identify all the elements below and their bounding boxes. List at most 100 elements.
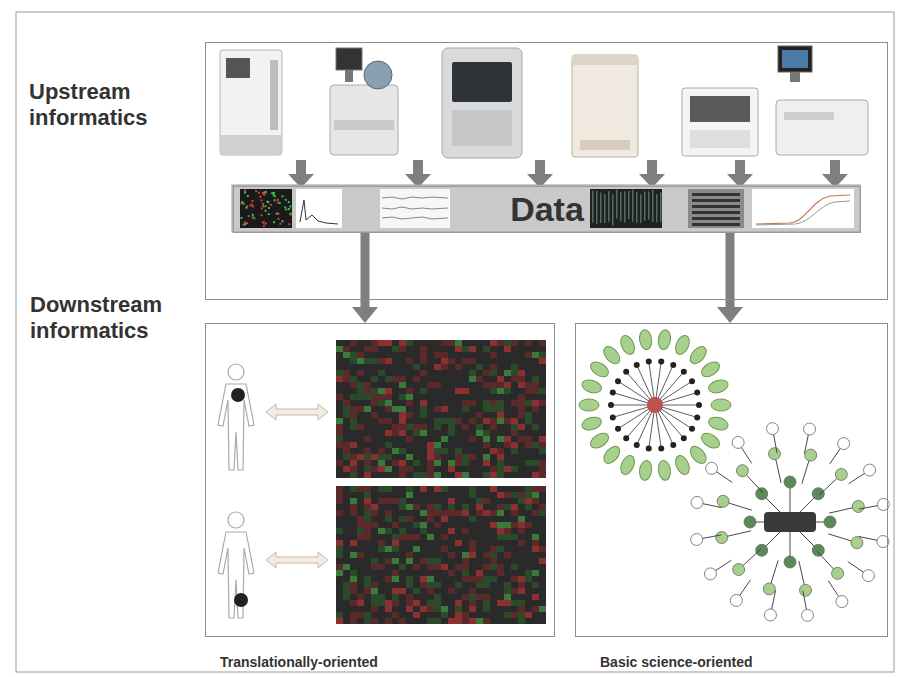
illustration-part: [392, 612, 399, 618]
illustration-part: [420, 448, 427, 454]
illustration-part: [350, 406, 357, 412]
illustration-part: [357, 418, 364, 424]
illustration-part: [244, 192, 246, 194]
illustration-part: [434, 352, 441, 358]
illustration-part: [392, 352, 399, 358]
illustration-part: [648, 191, 650, 219]
illustration-part: [469, 582, 476, 588]
illustration-part: [511, 358, 518, 364]
illustration-part: [462, 546, 469, 552]
illustration-part: [518, 448, 525, 454]
illustration-part: [378, 564, 385, 570]
illustration-part: [399, 612, 406, 618]
illustration-part: [378, 516, 385, 522]
illustration-part: [646, 446, 652, 452]
illustration-part: [511, 448, 518, 454]
illustration-part: [385, 582, 392, 588]
illustration-part: [357, 510, 364, 516]
illustration-part: [608, 191, 610, 222]
illustration-part: [265, 210, 267, 212]
illustration-part: [364, 540, 371, 546]
illustration-part: [504, 406, 511, 412]
illustration-part: [469, 492, 476, 498]
illustration-part: [441, 492, 448, 498]
illustration-part: [288, 223, 290, 225]
illustration-part: [532, 510, 539, 516]
illustration-part: [511, 376, 518, 382]
illustration-part: [539, 406, 546, 412]
illustration-part: [455, 522, 462, 528]
illustration-part: [357, 346, 364, 352]
illustration-part: [434, 492, 441, 498]
illustration-part: [525, 534, 532, 540]
illustration-part: [380, 189, 450, 228]
illustration-part: [483, 570, 490, 576]
illustration-part: [539, 424, 546, 430]
illustration-part: [455, 504, 462, 510]
illustration-part: [434, 454, 441, 460]
illustration-part: [525, 510, 532, 516]
illustration-part: [350, 522, 357, 528]
illustration-part: [441, 534, 448, 540]
illustration-part: [371, 552, 378, 558]
illustration-part: [371, 436, 378, 442]
illustration-part: [385, 540, 392, 546]
illustration-part: [420, 588, 427, 594]
illustration-part: [572, 55, 638, 157]
illustration-part: [392, 618, 399, 624]
illustration-part: [504, 388, 511, 394]
illustration-part: [413, 358, 420, 364]
illustration-part: [399, 394, 406, 400]
illustration-part: [596, 191, 598, 224]
illustration-part: [511, 576, 518, 582]
illustration-part: [406, 612, 413, 618]
illustration-part: [399, 382, 406, 388]
illustration-part: [382, 207, 448, 209]
illustration-part: [730, 594, 742, 606]
illustration-part: [525, 594, 532, 600]
illustration-part: [420, 424, 427, 430]
illustration-part: [226, 58, 250, 78]
illustration-part: [462, 492, 469, 498]
illustration-part: [371, 504, 378, 510]
illustration-part: [497, 576, 504, 582]
illustration-part: [476, 498, 483, 504]
illustration-part: [434, 504, 441, 510]
illustration-part: [497, 528, 504, 534]
illustration-part: [378, 400, 385, 406]
illustration-part: [399, 448, 406, 454]
illustration-part: [812, 488, 824, 500]
illustration-part: [406, 370, 413, 376]
illustration-part: [483, 442, 490, 448]
illustration-part: [525, 394, 532, 400]
illustration-part: [469, 600, 476, 606]
illustration-part: [357, 582, 364, 588]
illustration-part: [483, 498, 490, 504]
illustration-part: [392, 436, 399, 442]
illustration-part: [525, 388, 532, 394]
illustration-part: [405, 160, 431, 188]
illustration-part: [490, 546, 497, 552]
illustration-part: [448, 340, 455, 346]
illustration-part: [518, 442, 525, 448]
illustration-part: [441, 504, 448, 510]
illustration-part: [392, 346, 399, 352]
illustration-part: [288, 208, 290, 210]
illustration-part: [371, 510, 378, 516]
illustration-part: [427, 412, 434, 418]
illustration-part: [504, 528, 511, 534]
illustration-part: [469, 466, 476, 472]
illustration-part: [539, 504, 546, 510]
illustration-part: [399, 492, 406, 498]
illustration-part: [532, 370, 539, 376]
illustration-part: [462, 522, 469, 528]
illustration-part: [413, 340, 420, 346]
illustration-part: [385, 394, 392, 400]
illustration-part: [399, 564, 406, 570]
illustration-part: [778, 46, 812, 72]
illustration-part: [343, 546, 350, 552]
illustration-part: [427, 528, 434, 534]
illustration-part: [343, 498, 350, 504]
illustration-part: [658, 358, 664, 364]
illustration-part: [766, 423, 778, 435]
